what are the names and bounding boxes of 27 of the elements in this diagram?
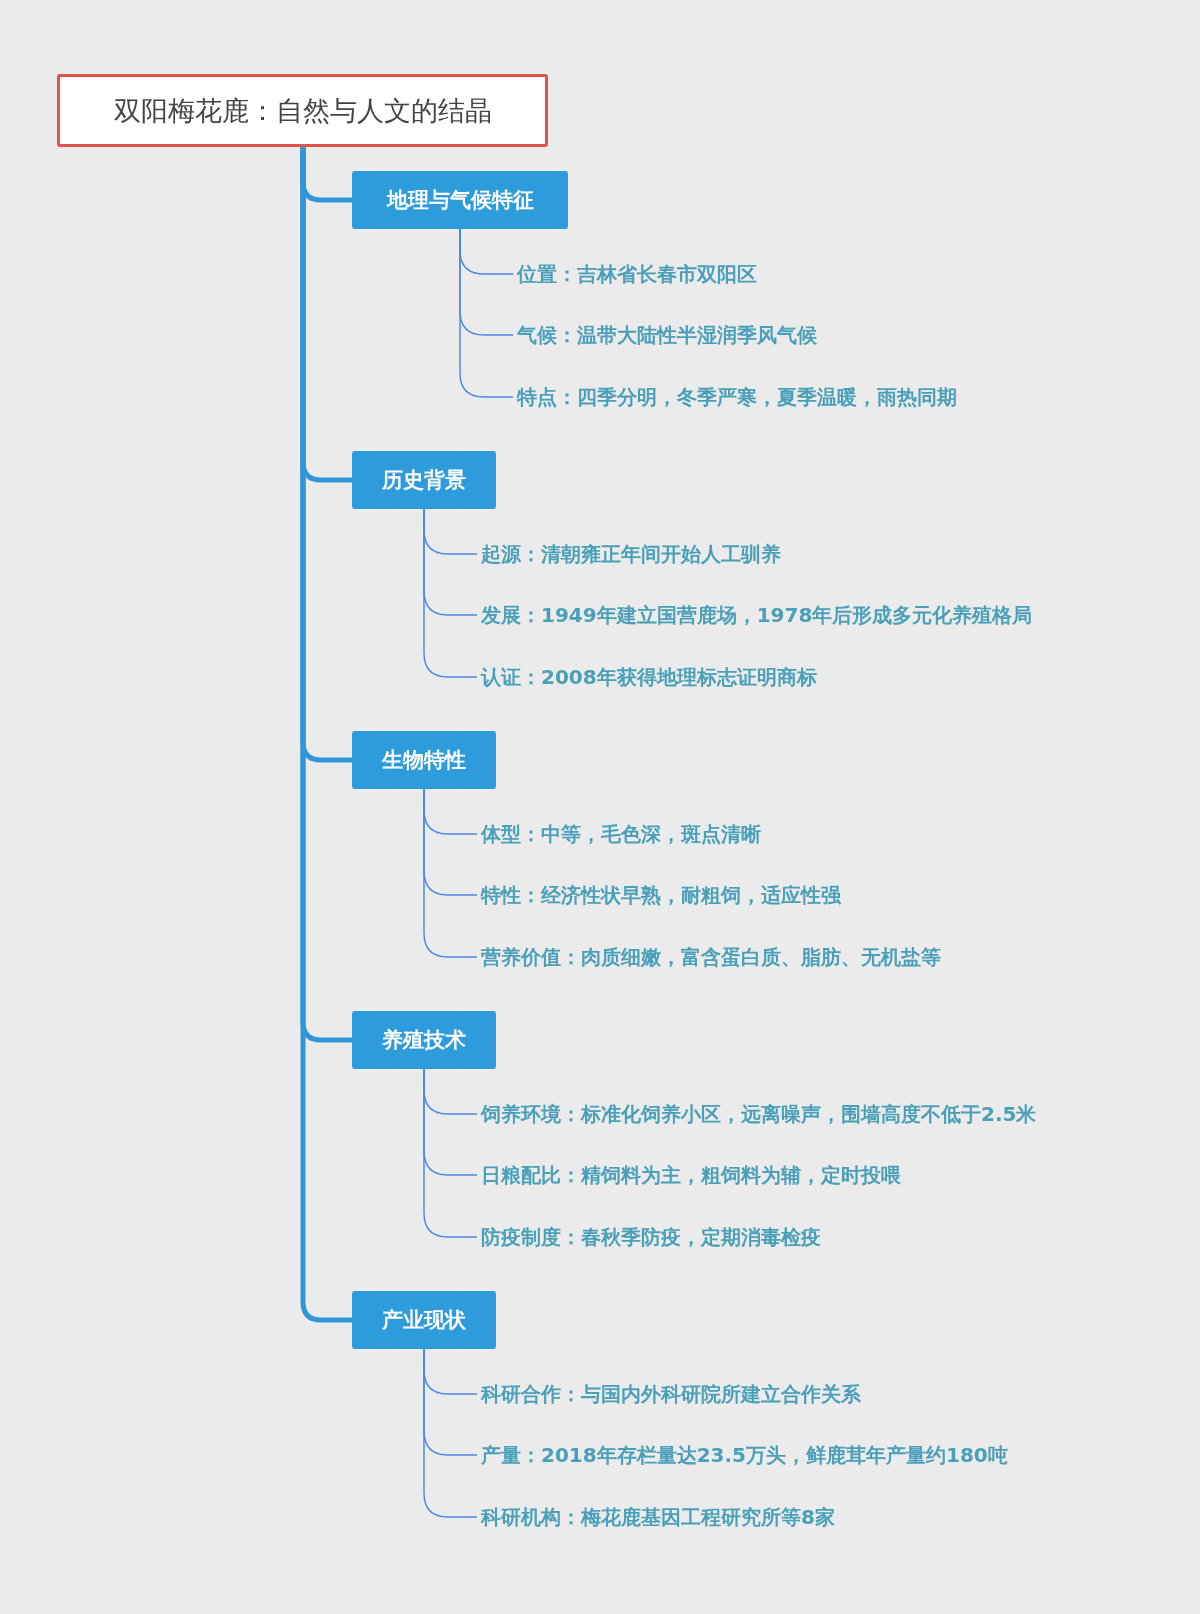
subtopic-text: 科研机构：梅花鹿基因工程研究所等8家 (481, 1502, 835, 1532)
subtopic-text: 发展：1949年建立国营鹿场，1978年后形成多元化养殖格局 (481, 600, 1033, 630)
subtopic-text: 饲养环境：标准化饲养小区，远离噪声，围墙高度不低于2.5米 (481, 1099, 1037, 1129)
subtopic-text: 体型：中等，毛色深，斑点清晰 (481, 819, 761, 849)
central-topic: 双阳梅花鹿：自然与人文的结晶 (57, 74, 548, 147)
connector-line (423, 788, 478, 958)
connector-line (423, 1068, 478, 1238)
connector-line (300, 147, 352, 1323)
topic-box: 生物特性 (352, 731, 496, 789)
subtopic-text: 特点：四季分明，冬季严寒，夏季温暖，雨热同期 (517, 382, 957, 412)
subtopic-text: 特性：经济性状早熟，耐粗饲，适应性强 (481, 880, 841, 910)
subtopic-text: 认证：2008年获得地理标志证明商标 (481, 662, 817, 692)
topic-box: 产业现状 (352, 1291, 496, 1349)
subtopic-text: 气候：温带大陆性半湿润季风气候 (517, 320, 817, 350)
subtopic-text: 位置：吉林省长春市双阳区 (517, 259, 757, 289)
connector-line (423, 508, 478, 678)
subtopic-text: 科研合作：与国内外科研院所建立合作关系 (481, 1379, 861, 1409)
connector-line (459, 228, 514, 398)
subtopic-text: 日粮配比：精饲料为主，粗饲料为辅，定时投喂 (481, 1160, 901, 1190)
subtopic-text: 防疫制度：春秋季防疫，定期消毒检疫 (481, 1222, 821, 1252)
subtopic-text: 营养价值：肉质细嫩，富含蛋白质、脂肪、无机盐等 (481, 942, 941, 972)
connector-line (423, 1348, 478, 1518)
topic-box: 历史背景 (352, 451, 496, 509)
topic-box: 地理与气候特征 (352, 171, 568, 229)
subtopic-text: 产量：2018年存栏量达23.5万头，鲜鹿茸年产量约180吨 (481, 1440, 1008, 1470)
subtopic-text: 起源：清朝雍正年间开始人工驯养 (481, 539, 781, 569)
topic-box: 养殖技术 (352, 1011, 496, 1069)
